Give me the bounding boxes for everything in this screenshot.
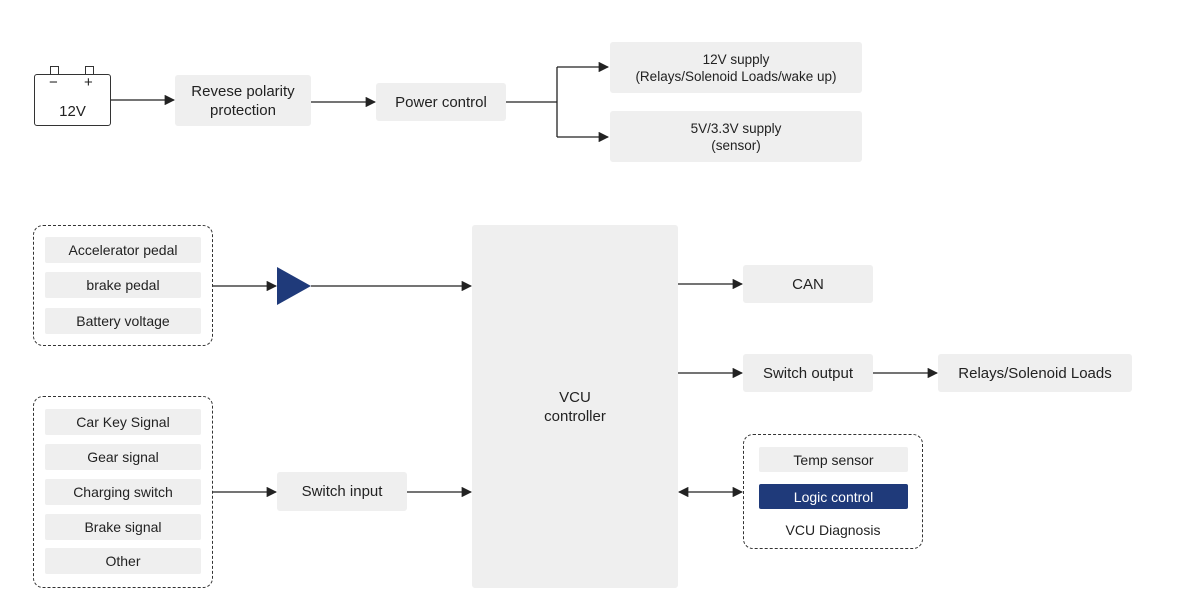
vcu-line-2: controller <box>544 407 606 425</box>
supply-5v-box: 5V/3.3V supply (sensor) <box>610 111 862 162</box>
vcu-diagnosis-label: VCU Diagnosis <box>785 522 881 538</box>
battery-minus: − <box>49 74 58 91</box>
analog-input-item: Battery voltage <box>45 308 201 334</box>
battery-body <box>34 74 111 126</box>
analog-input-item: brake pedal <box>45 272 201 298</box>
battery-label: 12V <box>59 103 86 120</box>
switch-signal-item: Car Key Signal <box>45 409 201 435</box>
switch-signal-item: Brake signal <box>45 514 201 540</box>
battery-icon: − + 12V <box>34 66 111 126</box>
can-label: CAN <box>792 275 824 293</box>
switch-output-box: Switch output <box>743 354 873 392</box>
reverse-protection-line-2: protection <box>210 101 276 119</box>
supply-5v-line-1: 5V/3.3V supply <box>690 120 782 136</box>
power-control-label: Power control <box>395 93 487 111</box>
analog-input-item: Accelerator pedal <box>45 237 201 263</box>
reverse-polarity-protection-box: Revese polarity protection <box>175 75 311 126</box>
supply-12v-box: 12V supply (Relays/Solenoid Loads/wake u… <box>610 42 862 93</box>
switch-input-label: Switch input <box>301 483 383 500</box>
switch-signal-item: Other <box>45 548 201 574</box>
switch-output-label: Switch output <box>762 364 854 382</box>
supply-12v-line-2: (Relays/Solenoid Loads/wake up) <box>635 68 837 84</box>
vcu-line-1: VCU <box>559 388 591 406</box>
relays-solenoid-loads-box: Relays/Solenoid Loads <box>938 354 1132 392</box>
battery-terminal-right <box>85 66 94 74</box>
reverse-protection-line-1: Revese polarity <box>191 82 295 100</box>
battery-plus: + <box>84 74 93 91</box>
switch-signal-group <box>33 396 213 588</box>
vcu-controller-box: VCU controller <box>472 225 678 588</box>
can-box: CAN <box>743 265 873 303</box>
supply-12v-line-1: 12V supply <box>702 51 770 67</box>
logic-control-item: Logic control <box>759 484 908 509</box>
temp-sensor-item: Temp sensor <box>759 447 908 472</box>
battery-terminal-left <box>50 66 59 74</box>
power-control-box: Power control <box>376 83 506 121</box>
relays-label: Relays/Solenoid Loads <box>958 364 1112 382</box>
switch-signal-item: Charging switch <box>45 479 201 505</box>
switch-input-box: Switch input <box>277 472 407 511</box>
switch-signal-item: Gear signal <box>45 444 201 470</box>
vcu-diagnosis-group <box>743 434 923 549</box>
supply-5v-line-2: (sensor) <box>711 137 761 153</box>
amplifier-triangle <box>277 267 311 305</box>
analog-input-group <box>33 225 213 346</box>
